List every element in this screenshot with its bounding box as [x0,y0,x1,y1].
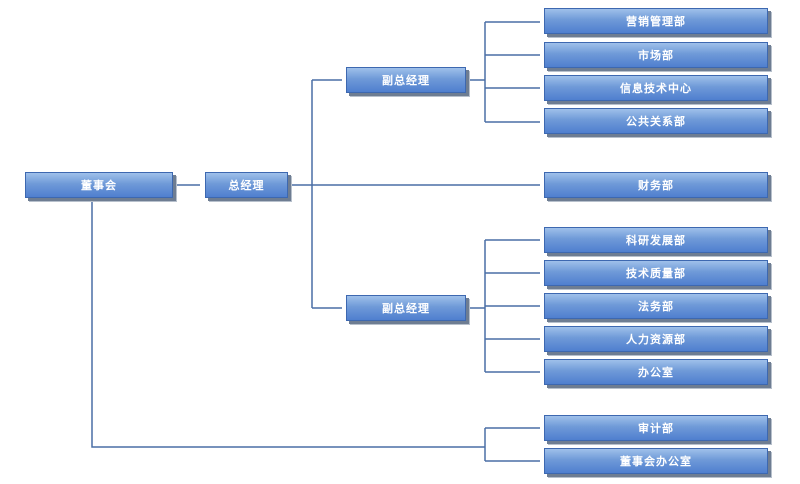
dept-finance: 财务部 [544,172,768,198]
vp1-box: 副总经理 [346,67,466,93]
board-box: 董事会 [25,172,173,198]
dept-office: 办公室 [544,359,768,385]
dept-audit: 审计部 [544,415,768,441]
dept-legal: 法务部 [544,293,768,319]
gm-box: 总经理 [205,172,288,198]
line-board-down [91,198,485,448]
vp2-box: 副总经理 [346,295,466,321]
dept-hr: 人力资源部 [544,326,768,352]
dept-public-relations: 公共关系部 [544,108,768,134]
dept-board-office: 董事会办公室 [544,448,768,474]
dept-marketing: 营销管理部 [544,8,768,34]
dept-market: 市场部 [544,42,768,68]
dept-tech-quality: 技术质量部 [544,260,768,286]
dept-rnd: 科研发展部 [544,227,768,253]
dept-it-center: 信息技术中心 [544,75,768,101]
